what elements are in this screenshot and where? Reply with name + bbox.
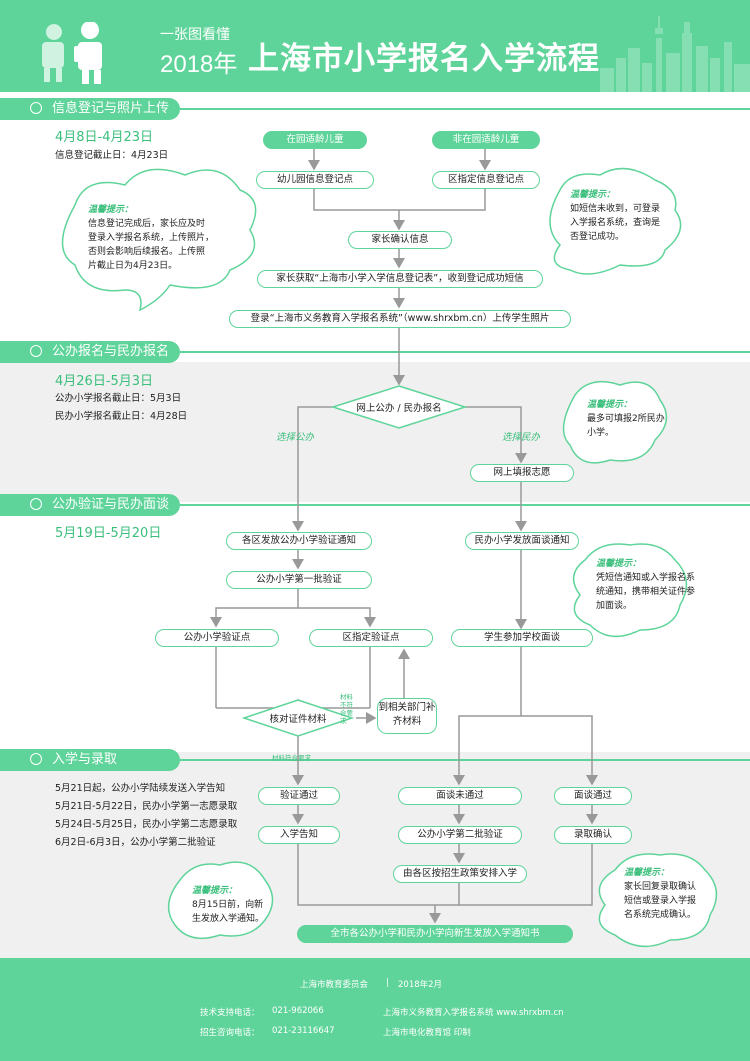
section-date-3: 5月19日-5月20日: [55, 526, 162, 541]
children-icon: [42, 22, 102, 84]
clock-icon: [30, 498, 42, 510]
flow-connectors: [61, 147, 718, 948]
flow-verify-pass: 验证通过: [258, 787, 340, 805]
section-header-1: 信息登记与照片上传: [0, 98, 180, 120]
flow-go-department: 到相关部门补齐材料: [377, 698, 437, 734]
tip-not-meet: 材料不符合要求: [340, 693, 353, 725]
footer-tech-phone: 021-962066: [272, 1006, 324, 1016]
cloud-tip-confirm: 温馨提示： 家长回复录取确认 短信或登录入学报 名系统完成确认。: [624, 868, 697, 920]
clock-icon: [30, 102, 42, 114]
section-note: 5月24日-5月25日，民办小学第二志愿录取: [55, 819, 238, 830]
flow-public-point: 公办小学验证点: [155, 629, 279, 647]
flow-entrance-notice: 入学告知: [258, 826, 340, 844]
section-header-4: 入学与录取: [0, 749, 180, 771]
section-note: 民办小学报名截止日：4月28日: [55, 411, 188, 422]
flow-interview-fail: 面谈未通过: [398, 787, 522, 805]
header-year: 2018年: [160, 51, 238, 78]
flow-final-notice: 全市各公办小学和民办小学向新生发放入学通知书: [297, 925, 573, 943]
section-date-2: 4月26日-5月3日: [55, 374, 154, 389]
section-note: 5月21日起，公办小学陆续发送入学告知: [55, 783, 226, 794]
flow-check-docs: 核对证件材料: [269, 714, 327, 725]
flow-district-reg: 区指定信息登记点: [432, 171, 540, 189]
flow-student-interview: 学生参加学校面谈: [451, 629, 593, 647]
header-subtitle: 一张图看懂: [160, 27, 230, 43]
footer-enroll-phone: 021-23116647: [272, 1026, 335, 1036]
footer-printer: 上海市电化教育馆 印制: [383, 1028, 471, 1038]
footer: 上海市教育委员会 | 2018年2月 技术支持电话： 021-962066 招生…: [0, 958, 750, 1061]
branch-private: 选择民办: [502, 432, 541, 443]
section-note: 公办小学报名截止日：5月3日: [55, 393, 182, 404]
clock-icon: [30, 753, 42, 765]
section-note: 信息登记截止日：4月23日: [55, 150, 169, 161]
section-header-2: 公办报名与民办报名: [0, 341, 180, 363]
flow-kindergarten-reg: 幼儿园信息登记点: [256, 171, 374, 189]
section-note: 6月2日-6月3日，公办小学第二批验证: [55, 837, 216, 848]
flow-not-in-age: 非在园适龄儿童: [432, 131, 540, 149]
flow-fill-wish: 网上填报志愿: [470, 464, 574, 482]
flow-online-apply: 网上公办 / 民办报名: [356, 403, 442, 414]
footer-system: 上海市义务教育入学报名系统 www.shrxbm.cn: [383, 1008, 564, 1018]
branch-public: 选择公办: [276, 432, 315, 443]
flow-accept-confirm: 录取确认: [554, 826, 632, 844]
flow-interview-pass: 面谈通过: [554, 787, 632, 805]
section-date-1: 4月8日-4月23日: [55, 130, 154, 145]
flow-login-upload: 登录“上海市义务教育入学报名系统”（www.shrxbm.cn）上传学生照片: [229, 310, 571, 328]
flow-first-verify: 公办小学第一批验证: [226, 571, 372, 589]
cloud-tip-notice: 温馨提示： 8月15日前，向新 生发放入学通知。: [192, 886, 265, 924]
clock-icon: [30, 345, 42, 357]
cloud-tip-interview: 温馨提示： 凭短信通知或入学报名系 统通知，携带相关证件参 加面谈。: [596, 559, 696, 611]
skyline-icon: [600, 16, 750, 92]
flow-district-notice: 各区发放公办小学验证通知: [226, 532, 372, 550]
footer-enroll-label: 招生咨询电话：: [200, 1028, 260, 1038]
cloud-tip-private-limit: 温馨提示： 最多可填报2所民办 小学。: [587, 400, 665, 438]
footer-tech-label: 技术支持电话：: [200, 1008, 260, 1018]
flow-parent-get: 家长获取“上海市小学入学信息登记表”，收到登记成功短信: [257, 270, 543, 288]
cloud-tip-sms: 温馨提示： 如短信未收到，可登录 入学报名系统，查询是 否登记成功。: [570, 190, 661, 242]
flow-district-arrange: 由各区按招生政策安排入学: [393, 865, 527, 883]
flow-district-point: 区指定验证点: [309, 629, 433, 647]
cloud-tip-upload: 温馨提示： 信息登记完成后，家长应及时 登录入学报名系统，上传照片， 否则会影响…: [88, 205, 215, 271]
tip-meet: 材料符合要求: [272, 754, 311, 762]
section-header-3: 公办验证与民办面谈: [0, 494, 180, 516]
section-note: 5月21日-5月22日，民办小学第一志愿录取: [55, 801, 238, 812]
footer-date: 2018年2月: [398, 980, 443, 990]
flow-in-age: 在园适龄儿童: [263, 131, 367, 149]
header-banner: 一张图看懂 2018年 上海市小学报名入学流程: [0, 0, 750, 92]
footer-sep: |: [386, 978, 389, 988]
flow-private-interview-notice: 民办小学发放面谈通知: [465, 532, 579, 550]
page-title: 上海市小学报名入学流程: [248, 41, 600, 77]
footer-org: 上海市教育委员会: [300, 980, 369, 990]
flow-second-verify: 公办小学第二批验证: [398, 826, 522, 844]
flow-parent-confirm: 家长确认信息: [348, 231, 452, 249]
